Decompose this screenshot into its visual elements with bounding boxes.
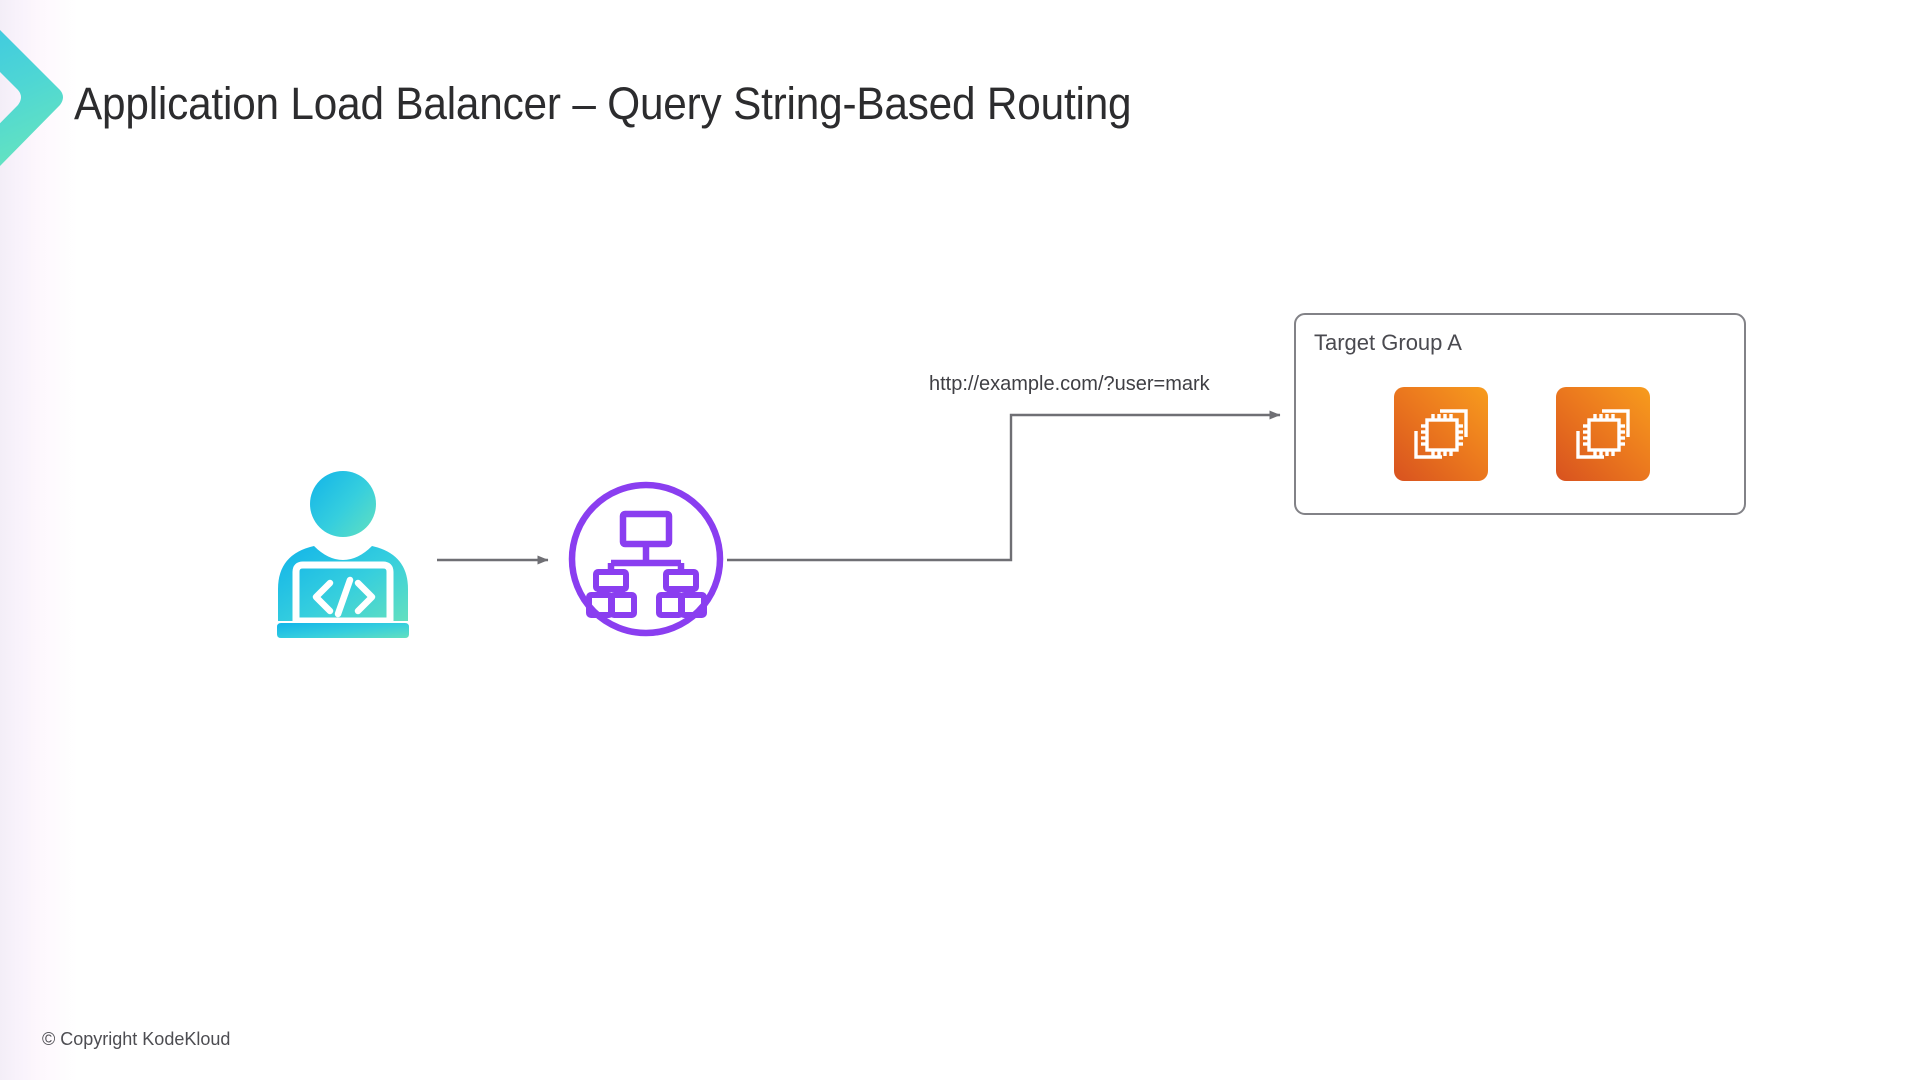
- page-title: Application Load Balancer – Query String…: [74, 78, 1132, 129]
- copyright-footer: © Copyright KodeKloud: [42, 1029, 231, 1049]
- target-group-a: Target Group A: [1294, 313, 1746, 515]
- ec2-instance-1: [1394, 387, 1488, 481]
- ec2-instance-2: [1556, 387, 1650, 481]
- target-group-a-title: Target Group A: [1314, 330, 1462, 355]
- target-group-a-instance-list: [1296, 387, 1748, 481]
- kodekloud-chevron-logo: [0, 18, 66, 178]
- request-url-label: http://example.com/?user=mark: [929, 373, 1210, 395]
- load-balancer-hierarchy-icon: [568, 481, 724, 637]
- developer-client: [268, 466, 418, 641]
- developer-laptop-icon: [277, 471, 409, 638]
- load-balancer-to-target-group-a-arrow: [727, 410, 1281, 562]
- application-load-balancer: [567, 480, 725, 638]
